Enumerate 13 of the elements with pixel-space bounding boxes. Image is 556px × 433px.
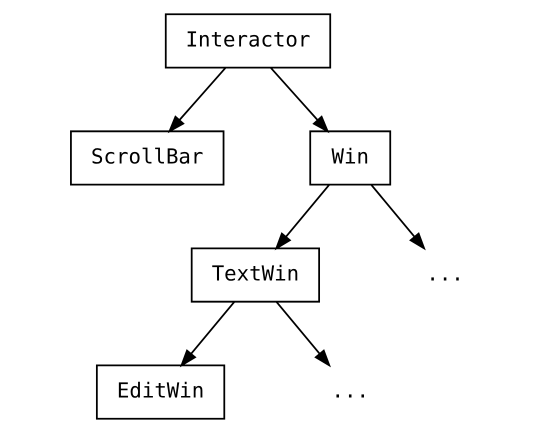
arrow <box>270 67 330 134</box>
node-box: EditWin <box>96 364 226 420</box>
node-box: Interactor <box>164 13 332 68</box>
node-box: ScrollBar <box>70 130 224 186</box>
arrow <box>274 184 330 250</box>
node-text: ... <box>426 262 464 286</box>
arrow <box>276 301 331 368</box>
node-box: Win <box>309 130 392 186</box>
arrow <box>370 184 426 250</box>
arrow <box>180 301 236 368</box>
arrow <box>168 67 226 134</box>
node-box: TextWin <box>190 247 320 303</box>
node-text: ... <box>332 378 369 403</box>
